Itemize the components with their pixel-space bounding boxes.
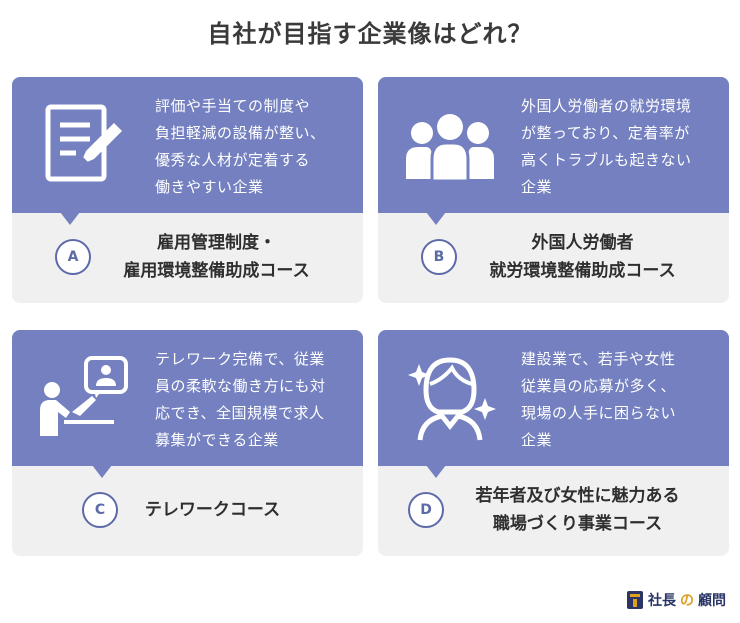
card-header: 外国人労働者の就労環境 が整っており、定着率が 高くトラブルも起きない 企業 [378,77,729,213]
desc-line: 応でき、全国規模で求人 [155,404,325,422]
course-name: 若年者及び女性に魅力ある 職場づくり事業コース [438,482,717,538]
document-pen-icon [45,104,122,182]
desc-line: テレワーク完備で、従業 [155,350,325,368]
brand-logo: 社長の顧問 [626,589,726,611]
card-description: 建設業で、若手や女性 従業員の応募が多く、 現場の人手に困らない 企業 [521,346,721,454]
course-name-line: 若年者及び女性に魅力ある [475,486,680,506]
brand-book-icon [627,591,643,609]
card-footer: B 外国人労働者 就労環境整備助成コース [378,213,729,303]
card-notch [426,465,446,478]
card-a: 評価や手当ての制度や 負担軽減の設備が整い、 優秀な人材が定着する 働きやすい企… [12,77,363,303]
desc-line: 現場の人手に困らない [521,404,677,422]
card-header: 評価や手当ての制度や 負担軽減の設備が整い、 優秀な人材が定着する 働きやすい企… [12,77,363,213]
letter-badge: A [55,239,91,275]
telework-icon [40,356,128,436]
letter-badge: D [408,492,444,528]
desc-line: 評価や手当ての制度や [155,97,311,115]
woman-sparkle-icon [408,357,496,441]
desc-line: 高くトラブルも起きない [521,151,692,169]
card-b: 外国人労働者の就労環境 が整っており、定着率が 高くトラブルも起きない 企業 B… [378,77,729,303]
course-name-line: 就労環境整備助成コース [489,261,676,281]
desc-line: が整っており、定着率が [521,124,690,142]
card-notch [60,212,80,225]
group-people-icon [406,114,494,183]
desc-line: 募集ができる企業 [155,431,279,449]
desc-line: 企業 [521,431,553,449]
letter-badge: B [421,239,457,275]
course-name: 雇用管理制度・ 雇用環境整備助成コース [82,229,351,285]
brand-text: の [680,593,694,609]
desc-line: 企業 [521,178,553,196]
card-notch [92,465,112,478]
desc-line: 働きやすい企業 [155,178,264,196]
brand-text: 顧問 [698,593,726,609]
course-name-line: 外国人労働者 [531,233,634,253]
card-description: 評価や手当ての制度や 負担軽減の設備が整い、 優秀な人材が定着する 働きやすい企… [155,93,355,201]
desc-line: 優秀な人材が定着する [155,151,311,169]
card-footer: C テレワークコース [12,466,363,556]
card-header: テレワーク完備で、従業 員の柔軟な働き方にも対 応でき、全国規模で求人 募集がで… [12,330,363,466]
desc-line: 建設業で、若手や女性 [521,350,676,368]
course-name-line: 雇用環境整備助成コース [123,261,310,281]
course-name-line: 雇用管理制度・ [157,233,276,253]
desc-line: 負担軽減の設備が整い、 [155,124,326,142]
card-footer: A 雇用管理制度・ 雇用環境整備助成コース [12,213,363,303]
card-notch [426,212,446,225]
card-description: 外国人労働者の就労環境 が整っており、定着率が 高くトラブルも起きない 企業 [521,93,721,201]
card-c: テレワーク完備で、従業 員の柔軟な働き方にも対 応でき、全国規模で求人 募集がで… [12,330,363,556]
course-name: テレワークコース [112,496,313,524]
page-title: 自社が目指す企業像はどれ？ [207,20,533,48]
course-name: 外国人労働者 就労環境整備助成コース [448,229,717,285]
course-name-line: 職場づくり事業コース [492,514,663,534]
desc-line: 従業員の応募が多く、 [521,377,677,395]
desc-line: 員の柔軟な働き方にも対 [155,377,326,395]
letter-badge: C [82,492,118,528]
card-footer: D 若年者及び女性に魅力ある 職場づくり事業コース [378,466,729,556]
card-description: テレワーク完備で、従業 員の柔軟な働き方にも対 応でき、全国規模で求人 募集がで… [155,346,355,454]
card-header: 建設業で、若手や女性 従業員の応募が多く、 現場の人手に困らない 企業 [378,330,729,466]
course-name-line: テレワークコース [144,500,281,520]
card-d: 建設業で、若手や女性 従業員の応募が多く、 現場の人手に困らない 企業 D 若年… [378,330,729,556]
brand-text: 社長 [648,593,676,609]
desc-line: 外国人労働者の就労環境 [521,97,692,115]
